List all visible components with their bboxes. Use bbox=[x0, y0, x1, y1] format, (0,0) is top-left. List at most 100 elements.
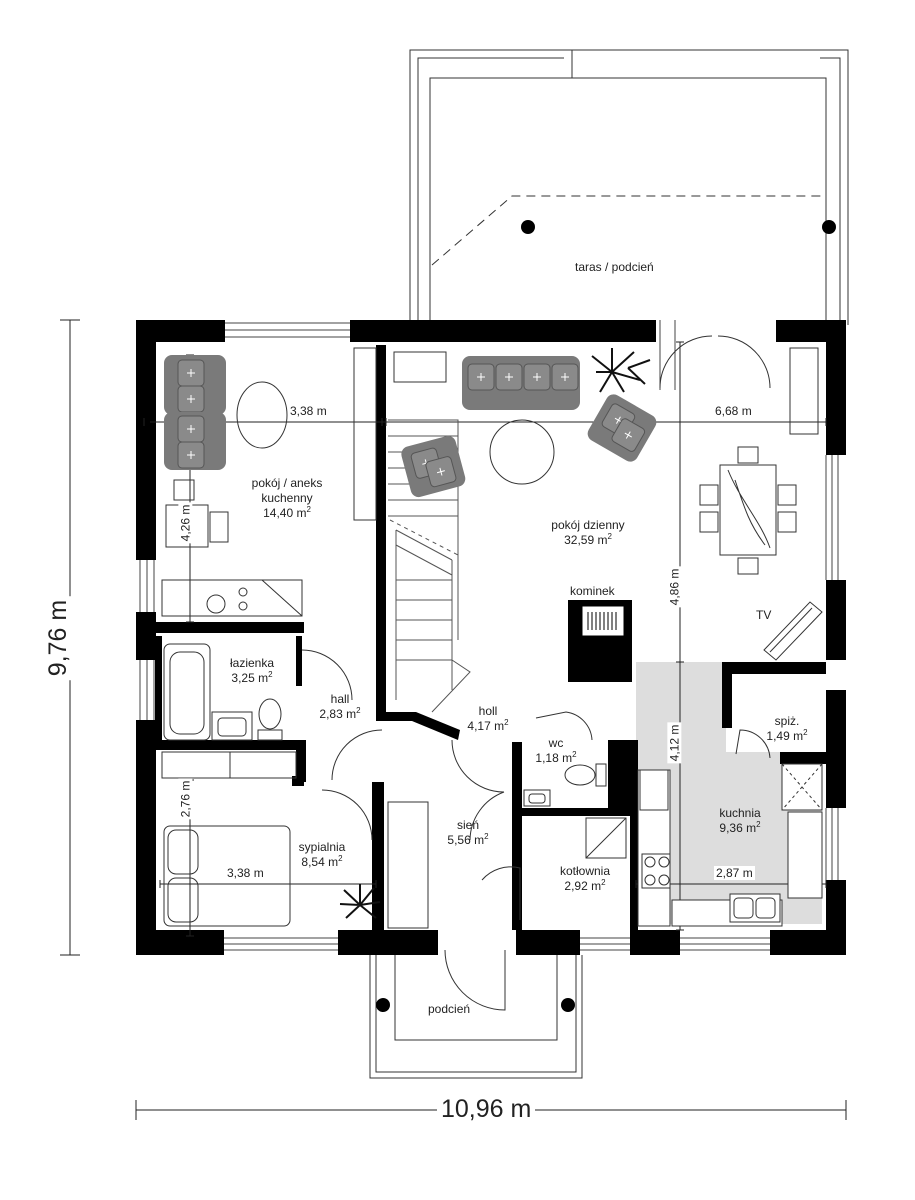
label-lazienka: łazienka 3,25 m2 bbox=[212, 656, 292, 686]
hall-door bbox=[331, 729, 383, 781]
dim-aneks-depth: 4,26 m bbox=[178, 502, 193, 544]
pokoj-aneks-name-line1: pokój / aneks bbox=[251, 476, 323, 490]
holl-area-unit: 2 bbox=[504, 718, 509, 727]
dining-table bbox=[699, 446, 797, 575]
dim-kitchen-depth: 4,12 m bbox=[667, 722, 682, 764]
kuchnia-area-unit: 2 bbox=[756, 820, 761, 829]
living-round-table bbox=[489, 419, 555, 485]
armchair-left bbox=[401, 435, 466, 498]
porch-column-right bbox=[561, 998, 575, 1012]
porch-column-left bbox=[376, 998, 390, 1012]
boiler bbox=[585, 817, 627, 859]
lazienka-area: 3,25 m bbox=[231, 671, 269, 685]
aneks-coffee-table bbox=[236, 381, 288, 449]
bedroom-plant bbox=[339, 884, 381, 919]
label-kominek: kominek bbox=[570, 584, 615, 598]
terrace-column-right bbox=[822, 220, 836, 234]
bathroom-sink bbox=[211, 711, 253, 741]
entrance-porch bbox=[369, 955, 583, 1079]
sien-area: 5,56 m bbox=[447, 833, 485, 847]
living-plant bbox=[591, 348, 651, 393]
label-spiz: spiż. 1,49 m2 bbox=[752, 714, 822, 744]
dim-aneks-width: 3,38 m bbox=[288, 404, 329, 418]
lazienka-name: łazienka bbox=[229, 656, 275, 670]
dim-living-width: 6,68 m bbox=[713, 404, 754, 418]
lazienka-area-unit: 2 bbox=[268, 670, 273, 679]
living-doors bbox=[659, 335, 771, 389]
kotlownia-name: kotłownia bbox=[559, 864, 611, 878]
entrance-door bbox=[444, 949, 506, 1011]
label-sien: sień 5,56 m2 bbox=[428, 818, 508, 848]
kotlownia-door bbox=[481, 866, 521, 920]
dim-total-depth: 9,76 m bbox=[44, 595, 73, 681]
hall-name: hall bbox=[330, 692, 350, 706]
dim-bedroom-depth: 2,76 m bbox=[178, 778, 193, 820]
spiz-name: spiż. bbox=[774, 714, 800, 728]
bathtub bbox=[163, 643, 211, 741]
pokoj-dzienny-area: 32,59 m bbox=[564, 533, 608, 547]
spiz-area: 1,49 m bbox=[766, 729, 804, 743]
aneks-sofa-bottom bbox=[164, 412, 226, 470]
label-taras: taras / podcień bbox=[575, 260, 654, 274]
wc-toilet bbox=[564, 763, 607, 787]
kuchnia-area: 9,36 m bbox=[719, 821, 757, 835]
wc-name: wc bbox=[548, 736, 564, 750]
sypialnia-area: 8,54 m bbox=[301, 855, 339, 869]
wc-area-unit: 2 bbox=[572, 750, 577, 759]
bed bbox=[163, 825, 291, 927]
label-tv: TV bbox=[756, 608, 772, 622]
sien-wardrobe bbox=[387, 801, 429, 929]
fireplace bbox=[581, 605, 625, 637]
dim-bedroom-width: 3,38 m bbox=[225, 866, 266, 880]
kitchen-counter bbox=[637, 769, 783, 927]
sypialnia-area-unit: 2 bbox=[338, 854, 343, 863]
sien-area-unit: 2 bbox=[484, 832, 489, 841]
pokoj-aneks-area: 14,40 m bbox=[263, 506, 307, 520]
label-kotlownia: kotłownia 2,92 m2 bbox=[540, 864, 630, 894]
label-wc: wc 1,18 m2 bbox=[526, 736, 586, 766]
wc-door bbox=[535, 711, 593, 741]
label-holl: holl 4,17 m2 bbox=[448, 704, 528, 734]
holl-area: 4,17 m bbox=[467, 719, 505, 733]
tv-unit bbox=[763, 601, 823, 661]
label-kuchnia: kuchnia 9,36 m2 bbox=[700, 806, 780, 836]
pokoj-aneks-area-unit: 2 bbox=[306, 505, 311, 514]
label-hall: hall 2,83 m2 bbox=[300, 692, 380, 722]
dim-total-width: 10,96 m bbox=[437, 1095, 536, 1123]
holl-door bbox=[451, 739, 505, 793]
pokoj-dzienny-name: pokój dzienny bbox=[551, 518, 625, 532]
tv-cabinet bbox=[393, 351, 447, 383]
pokoj-aneks-name-line2: kuchenny bbox=[261, 491, 313, 505]
bathroom-toilet bbox=[257, 698, 283, 741]
terrace-column-left bbox=[521, 220, 535, 234]
kuchnia-name: kuchnia bbox=[719, 806, 761, 820]
armchair-right bbox=[587, 394, 657, 462]
label-podcien: podcień bbox=[428, 1002, 471, 1016]
spiz-area-unit: 2 bbox=[803, 728, 808, 737]
hall-area: 2,83 m bbox=[319, 707, 357, 721]
terrace-door-cabinet bbox=[789, 347, 819, 435]
label-pokoj-dzienny: pokój dzienny 32,59 m2 bbox=[538, 518, 638, 548]
label-pokoj-aneks: pokój / aneks kuchenny 14,40 m2 bbox=[232, 476, 342, 521]
living-sofa bbox=[462, 356, 580, 410]
sypialnia-name: sypialnia bbox=[298, 840, 346, 854]
bedroom-wardrobe bbox=[161, 751, 297, 779]
dim-living-depth: 4,86 m bbox=[667, 566, 682, 608]
wc-area: 1,18 m bbox=[535, 751, 573, 765]
aneks-sofa-top bbox=[164, 355, 226, 415]
windows bbox=[139, 320, 839, 951]
sien-name: sień bbox=[456, 818, 479, 832]
holl-name: holl bbox=[478, 704, 498, 718]
kotlownia-area: 2,92 m bbox=[564, 879, 602, 893]
wc-sink bbox=[523, 789, 551, 807]
aneks-wardrobe bbox=[353, 347, 377, 521]
kotlownia-area-unit: 2 bbox=[601, 878, 606, 887]
pokoj-dzienny-area-unit: 2 bbox=[607, 532, 612, 541]
spiz-door bbox=[735, 729, 771, 759]
aneks-kitchen-counter bbox=[161, 579, 303, 617]
bedroom-door bbox=[321, 789, 373, 841]
holl-door-swing bbox=[469, 791, 505, 841]
kitchen-unit bbox=[781, 763, 823, 899]
dim-kitchen-width: 2,87 m bbox=[714, 866, 755, 880]
